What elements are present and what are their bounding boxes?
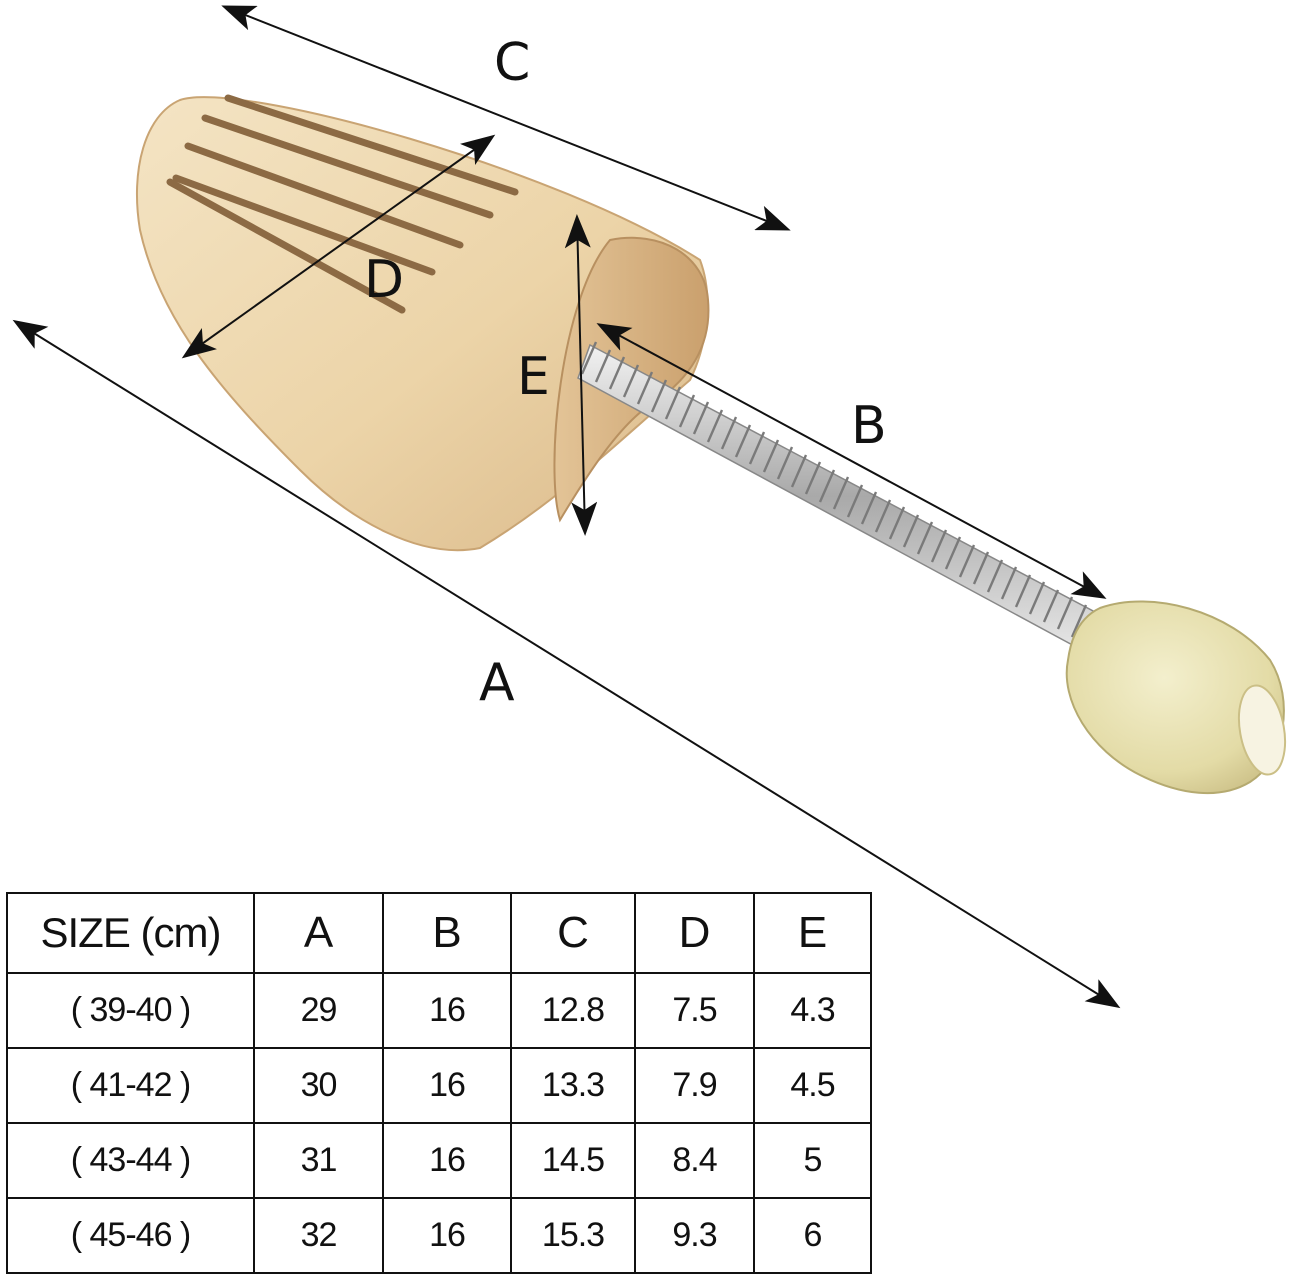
header-a: A: [253, 892, 384, 974]
table-row: ( 45-46 ) 32 16 15.3 9.3 6: [6, 1197, 872, 1274]
cell-c: 14.5: [510, 1122, 636, 1199]
dimension-arrows: [12, 5, 1121, 1009]
arrow-e: [564, 214, 598, 536]
cell-b: 16: [382, 1047, 512, 1124]
header-b: B: [382, 892, 512, 974]
header-d: D: [634, 892, 755, 974]
heel-knob: [1065, 600, 1287, 795]
cell-b: 16: [382, 972, 512, 1049]
table-header-row: SIZE (cm) A B C D E: [6, 892, 872, 974]
cell-size: ( 43-44 ): [6, 1122, 255, 1199]
cell-e: 4.3: [753, 972, 872, 1049]
table-row: ( 41-42 ) 30 16 13.3 7.9 4.5: [6, 1047, 872, 1124]
cell-d: 8.4: [634, 1122, 755, 1199]
dimension-labels: C D E B A: [364, 33, 887, 713]
cell-c: 15.3: [510, 1197, 636, 1274]
cell-c: 12.8: [510, 972, 636, 1049]
cell-a: 32: [253, 1197, 384, 1274]
cell-a: 29: [253, 972, 384, 1049]
cell-d: 9.3: [634, 1197, 755, 1274]
arrow-d: [181, 134, 496, 359]
label-b: B: [851, 396, 887, 456]
label-c: C: [494, 33, 530, 93]
cell-e: 4.5: [753, 1047, 872, 1124]
cell-d: 7.5: [634, 972, 755, 1049]
cell-b: 16: [382, 1197, 512, 1274]
table-row: ( 43-44 ) 31 16 14.5 8.4 5: [6, 1122, 872, 1199]
header-e: E: [753, 892, 872, 974]
arrow-b: [596, 323, 1107, 599]
label-a: A: [479, 653, 515, 713]
cell-a: 31: [253, 1122, 384, 1199]
table-row: ( 39-40 ) 29 16 12.8 7.5 4.3: [6, 972, 872, 1049]
header-size: SIZE (cm): [6, 892, 255, 974]
arrow-a: [12, 319, 1121, 1009]
cell-a: 30: [253, 1047, 384, 1124]
cell-e: 6: [753, 1197, 872, 1274]
header-c: C: [510, 892, 636, 974]
cell-size: ( 39-40 ): [6, 972, 255, 1049]
cell-b: 16: [382, 1122, 512, 1199]
size-table: SIZE (cm) A B C D E ( 39-40 ) 29 16 12.8…: [6, 892, 872, 1274]
arrow-c: [221, 5, 791, 231]
cell-size: ( 45-46 ): [6, 1197, 255, 1274]
spring-rod: [577, 341, 1096, 650]
label-d: D: [364, 250, 404, 310]
cell-e: 5: [753, 1122, 872, 1199]
cell-d: 7.9: [634, 1047, 755, 1124]
cell-size: ( 41-42 ): [6, 1047, 255, 1124]
label-e: E: [517, 347, 550, 407]
cell-c: 13.3: [510, 1047, 636, 1124]
